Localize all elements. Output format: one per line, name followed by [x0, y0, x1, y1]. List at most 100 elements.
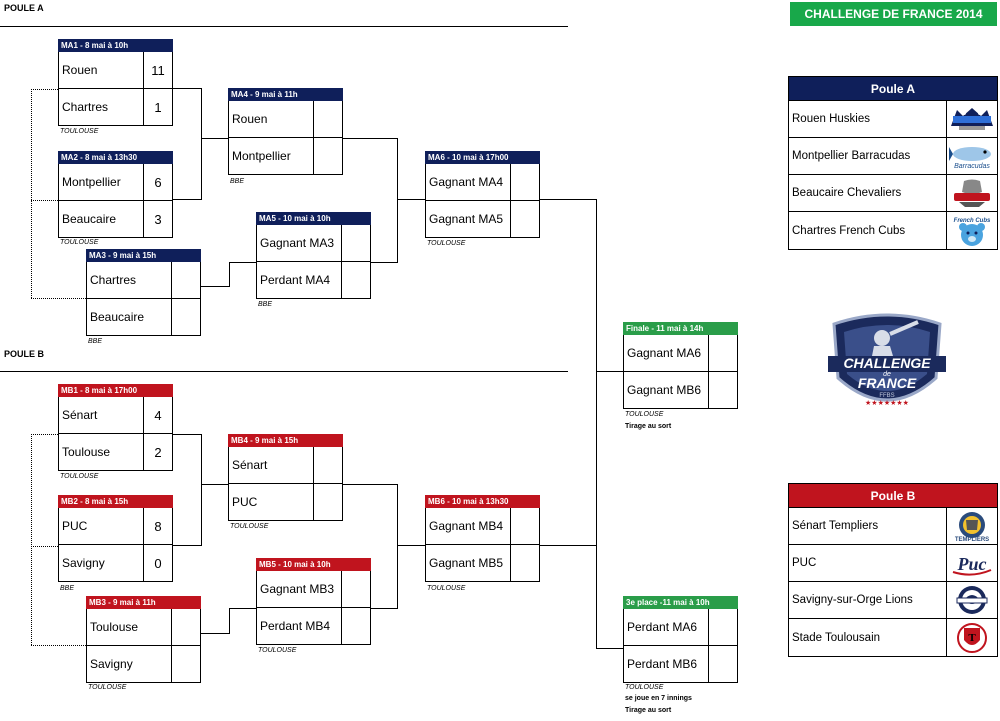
- team-name: Perdant MB6: [624, 646, 709, 682]
- svg-text:T: T: [968, 632, 976, 644]
- match-venue: TOULOUSE: [60, 473, 99, 480]
- bracket-connector: [343, 484, 398, 485]
- match-ma5[interactable]: MA5 - 10 mai à 10h Gagnant MA3 Perdant M…: [256, 212, 371, 299]
- match-slot: Perdant MA4: [256, 262, 371, 299]
- team-score: [314, 101, 342, 137]
- team-name: Gagnant MB3: [257, 571, 342, 607]
- match-venue: BBE: [230, 178, 245, 185]
- match-slot: Gagnant MB4: [425, 508, 540, 545]
- match-header: MB5 - 10 mai à 10h: [256, 558, 371, 571]
- match-ma3[interactable]: MA3 - 9 mai à 15h Chartres Beaucaire: [86, 249, 201, 336]
- team-name: Montpellier: [59, 164, 144, 200]
- match-mb6[interactable]: MB6 - 10 mai à 13h30 Gagnant MB4 Gagnant…: [425, 495, 540, 582]
- team-name: Perdant MA4: [257, 262, 342, 298]
- match-venue: TOULOUSE: [60, 239, 99, 246]
- match-mb4[interactable]: MB4 - 9 mai à 15h Sénart PUC: [228, 434, 343, 521]
- match-header: MA5 - 10 mai à 10h: [256, 212, 371, 225]
- match-header: MB4 - 9 mai à 15h: [228, 434, 343, 447]
- bracket-connector: [201, 138, 228, 139]
- match-slot: Chartres 1: [58, 89, 173, 126]
- match-ma4[interactable]: MA4 - 9 mai à 11h Rouen Montpellier: [228, 88, 343, 175]
- team-score: [172, 299, 200, 335]
- chevaliers-logo-icon: [947, 175, 997, 211]
- team-score: 11: [151, 62, 165, 78]
- match-header: MA4 - 9 mai à 11h: [228, 88, 343, 101]
- bracket-connector: [540, 199, 596, 200]
- match-slot: Perdant MA6: [623, 609, 738, 646]
- team-name: Sénart Templiers: [789, 508, 947, 544]
- match-venue: TOULOUSE: [427, 585, 466, 592]
- bracket-connector: [596, 546, 597, 649]
- team-name: Toulouse: [87, 609, 172, 645]
- pool-team-row: Sénart Templiers TEMPLIERS: [789, 508, 997, 545]
- team-score: [342, 608, 370, 644]
- match-slot: Montpellier: [228, 138, 343, 175]
- match-slot: Perdant MB4: [256, 608, 371, 645]
- pool-a-rule: [0, 26, 568, 27]
- team-score: [342, 225, 370, 261]
- bracket-connector: [229, 262, 256, 263]
- team-score: [172, 262, 200, 298]
- bracket-connector: [371, 262, 398, 263]
- emblem-line4: FFBS: [879, 393, 894, 399]
- match-slot: Chartres: [86, 262, 201, 299]
- team-name: Beaucaire: [59, 201, 144, 237]
- pool-b-label: POULE B: [4, 349, 45, 359]
- team-score: [511, 545, 539, 581]
- team-score: 4: [154, 407, 162, 423]
- match-finale[interactable]: Finale - 11 mai à 14h Gagnant MA6 Gagnan…: [623, 322, 738, 409]
- pool-b-table: Poule B Sénart Templiers TEMPLIERS PUC P…: [788, 483, 998, 657]
- team-score: [511, 201, 539, 237]
- match-slot: Sénart: [228, 447, 343, 484]
- match-slot: Beaucaire 3: [58, 201, 173, 238]
- team-score: [511, 508, 539, 544]
- match-venue: TOULOUSE: [258, 647, 297, 654]
- team-name: PUC: [59, 508, 144, 544]
- pool-a-table: Poule A Rouen Huskies Montpellier Barrac…: [788, 76, 998, 250]
- team-score: 8: [154, 518, 162, 534]
- match-slot: Perdant MB6: [623, 646, 738, 683]
- team-name: Chartres: [59, 89, 144, 125]
- team-score: 3: [154, 211, 162, 227]
- dotted-connector: [31, 200, 58, 201]
- match-header: MA2 - 8 mai à 13h30: [58, 151, 173, 164]
- team-name: Beaucaire Chevaliers: [789, 175, 947, 211]
- match-slot: Savigny: [86, 646, 201, 683]
- svg-text:Puc: Puc: [957, 554, 987, 574]
- match-venue: TOULOUSE: [625, 411, 664, 418]
- bracket-connector: [397, 484, 398, 609]
- challenge-de-france-emblem-icon: CHALLENGE de FRANCE FFBS ★★★★★★★: [824, 312, 950, 422]
- pool-team-row: Montpellier Barracudas Barracudas: [789, 138, 997, 175]
- svg-text:TEMPLIERS: TEMPLIERS: [955, 537, 989, 542]
- dotted-connector: [31, 298, 86, 299]
- team-score: [172, 609, 200, 645]
- match-slot: Gagnant MA4: [425, 164, 540, 201]
- match-venue: BBE: [258, 301, 273, 308]
- team-name: Gagnant MA5: [426, 201, 511, 237]
- team-score: 1: [154, 99, 162, 115]
- team-name: Montpellier Barracudas: [789, 138, 947, 174]
- team-score: [314, 138, 342, 174]
- team-name: Beaucaire: [87, 299, 172, 335]
- match-mb3[interactable]: MB3 - 9 mai à 11h Toulouse Savigny: [86, 596, 201, 683]
- team-score: 2: [154, 444, 162, 460]
- team-score: [511, 164, 539, 200]
- emblem-line2: de: [883, 371, 891, 378]
- bracket-connector: [173, 545, 201, 546]
- match-ma6[interactable]: MA6 - 10 mai à 17h00 Gagnant MA4 Gagnant…: [425, 151, 540, 238]
- match-slot: Gagnant MA6: [623, 335, 738, 372]
- match-header: MA3 - 9 mai à 15h: [86, 249, 201, 262]
- match-third-place[interactable]: 3e place -11 mai à 10h Perdant MA6 Perda…: [623, 596, 738, 683]
- team-name: Chartres: [87, 262, 172, 298]
- match-mb5[interactable]: MB5 - 10 mai à 10h Gagnant MB3 Perdant M…: [256, 558, 371, 645]
- match-slot: Gagnant MB6: [623, 372, 738, 409]
- team-name: Rouen: [229, 101, 314, 137]
- match-slot: Gagnant MA3: [256, 225, 371, 262]
